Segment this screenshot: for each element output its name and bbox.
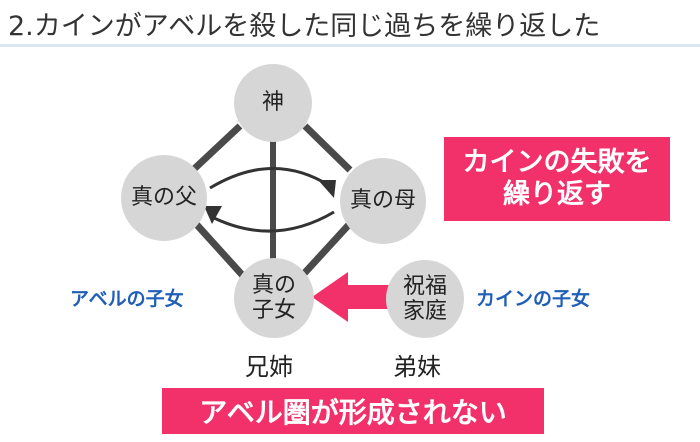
arrow-shaft-family-to-children xyxy=(345,285,391,309)
node-true-mother: 真の母 xyxy=(340,158,426,244)
abel-children-label: アベルの子女 xyxy=(70,288,184,310)
node-blessed-family: 祝福 家庭 xyxy=(386,260,464,338)
edge-god-mother xyxy=(302,123,353,173)
elder-siblings-label: 兄姉 xyxy=(245,353,293,381)
callout-repeat-cain-failure: カインの失敗を 繰り返す xyxy=(444,137,670,221)
arrow-mother-to-father xyxy=(209,210,335,233)
arrowhead-family-to-children xyxy=(312,272,348,322)
page-title: 2.カインがアベルを殺した同じ過ちを繰り返した xyxy=(8,11,601,42)
edge-god-father xyxy=(190,123,243,173)
node-god: 神 xyxy=(234,64,312,142)
title-divider xyxy=(0,44,700,47)
arrowhead-to-mother xyxy=(318,180,336,198)
node-true-children: 真の 子女 xyxy=(234,258,314,338)
edge-mother-children xyxy=(297,215,358,281)
node-true-father: 真の父 xyxy=(121,155,207,241)
younger-siblings-label: 弟妹 xyxy=(393,353,441,381)
cain-children-label: カインの子女 xyxy=(476,288,591,310)
arrowhead-to-father xyxy=(204,206,222,224)
arrow-father-to-mother xyxy=(209,167,331,190)
callout-abel-sphere-not-formed: アベル圏が形成されない xyxy=(162,388,544,434)
edge-father-children xyxy=(185,212,248,281)
